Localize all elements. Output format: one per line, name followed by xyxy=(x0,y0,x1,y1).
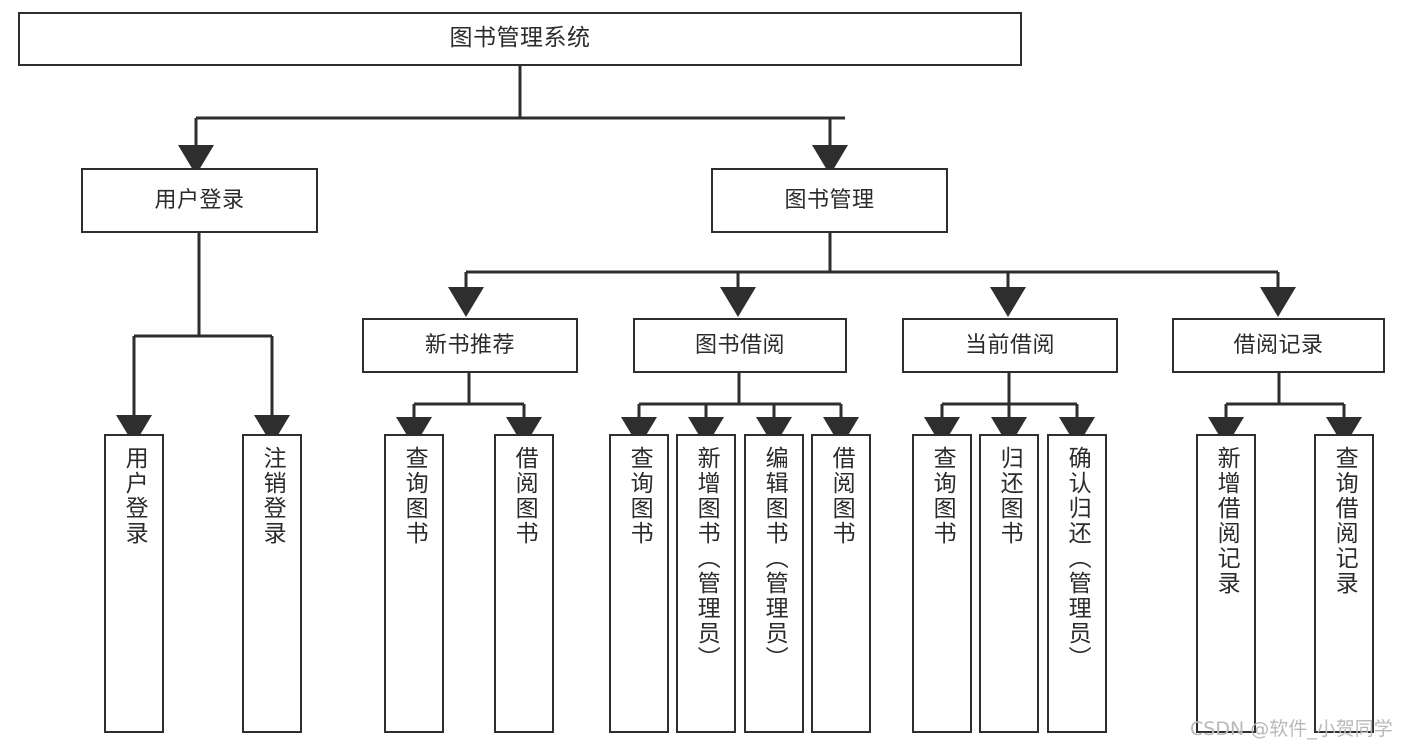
node-leaf-confirm-return[interactable]: 确认归还（管理员） xyxy=(1047,434,1107,733)
node-leaf-query-record[interactable]: 查询借阅记录 xyxy=(1314,434,1374,733)
node-leaf-borrow-book-2[interactable]: 借阅图书 xyxy=(811,434,871,733)
node-leaf-borrow-book-1-label: 借阅图书 xyxy=(511,446,538,546)
node-new-book-recommend[interactable]: 新书推荐 xyxy=(362,318,578,373)
node-leaf-add-book-label: 新增图书（管理员） xyxy=(693,446,720,671)
node-leaf-user-login-label: 用户登录 xyxy=(121,446,148,546)
node-leaf-add-book[interactable]: 新增图书（管理员） xyxy=(676,434,736,733)
node-root-label: 图书管理系统 xyxy=(449,25,591,52)
node-leaf-user-login[interactable]: 用户登录 xyxy=(104,434,164,733)
node-leaf-edit-book-label: 编辑图书（管理员） xyxy=(761,446,788,671)
node-leaf-query-book-3[interactable]: 查询图书 xyxy=(912,434,972,733)
node-leaf-query-book-2[interactable]: 查询图书 xyxy=(609,434,669,733)
node-leaf-add-record-label: 新增借阅记录 xyxy=(1213,446,1240,596)
node-leaf-return-book-label: 归还图书 xyxy=(996,446,1023,546)
node-book-borrow[interactable]: 图书借阅 xyxy=(633,318,847,373)
node-leaf-logout-login-label: 注销登录 xyxy=(259,446,286,546)
node-book-manage[interactable]: 图书管理 xyxy=(711,168,948,233)
node-current-borrow[interactable]: 当前借阅 xyxy=(902,318,1118,373)
node-leaf-borrow-book-1[interactable]: 借阅图书 xyxy=(494,434,554,733)
node-new-book-recommend-label: 新书推荐 xyxy=(424,332,515,358)
node-root[interactable]: 图书管理系统 xyxy=(18,12,1022,66)
node-leaf-query-book-1-label: 查询图书 xyxy=(401,446,428,546)
node-leaf-borrow-book-2-label: 借阅图书 xyxy=(828,446,855,546)
node-user-login-label: 用户登录 xyxy=(154,187,245,213)
node-leaf-query-record-label: 查询借阅记录 xyxy=(1331,446,1358,596)
node-user-login[interactable]: 用户登录 xyxy=(81,168,318,233)
node-leaf-add-record[interactable]: 新增借阅记录 xyxy=(1196,434,1256,733)
node-book-manage-label: 图书管理 xyxy=(784,187,875,213)
node-current-borrow-label: 当前借阅 xyxy=(964,332,1055,358)
node-borrow-record-label: 借阅记录 xyxy=(1233,332,1324,358)
node-leaf-query-book-1[interactable]: 查询图书 xyxy=(384,434,444,733)
node-leaf-query-book-2-label: 查询图书 xyxy=(626,446,653,546)
csdn-watermark: CSDN @软件_小贺同学 xyxy=(1190,718,1393,740)
node-book-borrow-label: 图书借阅 xyxy=(694,332,785,358)
node-borrow-record[interactable]: 借阅记录 xyxy=(1172,318,1385,373)
node-leaf-return-book[interactable]: 归还图书 xyxy=(979,434,1039,733)
node-leaf-confirm-return-label: 确认归还（管理员） xyxy=(1064,446,1091,671)
node-leaf-edit-book[interactable]: 编辑图书（管理员） xyxy=(744,434,804,733)
node-leaf-query-book-3-label: 查询图书 xyxy=(929,446,956,546)
node-leaf-logout-login[interactable]: 注销登录 xyxy=(242,434,302,733)
